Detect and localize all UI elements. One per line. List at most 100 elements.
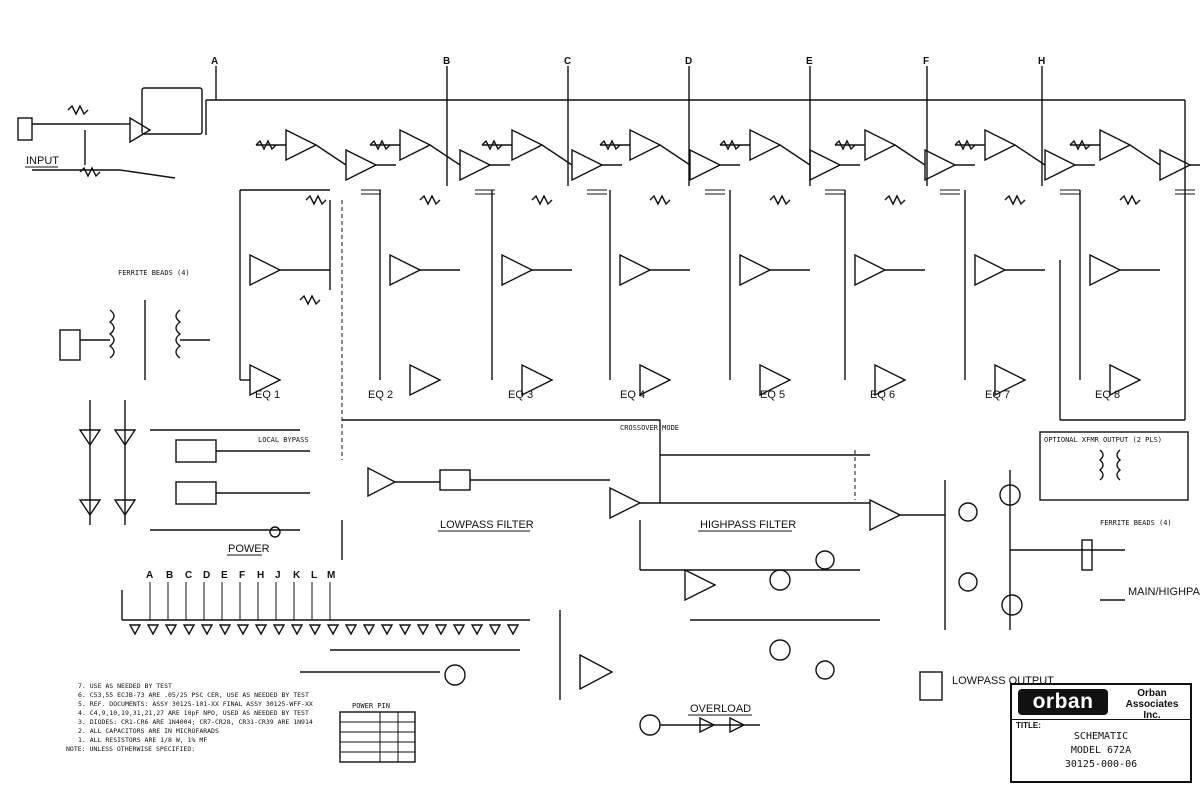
- opamp-upper-3: [511, 128, 544, 162]
- power-label: POWER: [228, 543, 270, 555]
- overload-label: OVERLOAD: [690, 703, 751, 715]
- bus-label-a: A: [211, 56, 218, 67]
- diode-cr-10: [290, 624, 304, 636]
- opamp-bottom-4: [639, 363, 672, 397]
- title-block: orban Orban Associates Inc. TITLE: SCHEM…: [1010, 683, 1192, 783]
- eq1-lower: [239, 190, 331, 397]
- opamp-lower-8: [1089, 253, 1122, 287]
- output-stage: MAIN/HIGHPASS OUTPUT FERRITE BEADS (4) O…: [944, 431, 1200, 630]
- opamp-mid-6: [924, 148, 957, 182]
- opamp-mid-2: [459, 148, 492, 182]
- ferrite-beads-label-left: FERRITE BEADS (4): [118, 269, 190, 277]
- title-line-model: MODEL 672A: [1070, 745, 1132, 756]
- bus-label-c: C: [564, 56, 571, 67]
- bottom-bus-m: M: [327, 570, 335, 581]
- opamp-bottom-2: [409, 363, 442, 397]
- title-line-part-number: 30125-000-06: [1064, 759, 1138, 770]
- eq-link-wire-5: [779, 144, 811, 166]
- opamp-lower-4: [619, 253, 652, 287]
- eq-link-wire-7: [1014, 144, 1046, 166]
- note-4: 4. C4,9,10,19,31,21,27 ARE 10pF NPO, USE…: [78, 709, 309, 717]
- opamp-lower-5: [739, 253, 772, 287]
- opamp-upper-7: [984, 128, 1017, 162]
- opamp-bottom-5: [759, 363, 792, 397]
- opamp-mid-1: [345, 148, 378, 182]
- opamp-bottom-8: [1109, 363, 1142, 397]
- bus-label-b: B: [443, 56, 450, 67]
- opamp-upper-5: [749, 128, 782, 162]
- power-pin-title: POWER PIN: [352, 702, 390, 710]
- diode-cr-16: [398, 624, 412, 636]
- diode-cr-14: [362, 624, 376, 636]
- bottom-bus-e: E: [221, 570, 228, 581]
- opamp-upper-2: [399, 128, 432, 162]
- diode-cr-6: [218, 624, 232, 636]
- eq-link-wire-4: [659, 144, 691, 166]
- bottom-bus-f: F: [239, 570, 245, 581]
- diode-cr-11: [308, 624, 322, 636]
- diode-cr-9: [272, 624, 286, 636]
- bottom-bus-j: J: [275, 570, 281, 581]
- lowpass-filter-label: LOWPASS FILTER: [440, 519, 534, 531]
- bus-label-f: F: [923, 56, 929, 67]
- eq-link-wire-3: [541, 144, 573, 166]
- optional-xfmr-label: OPTIONAL XFMR OUTPUT (2 PLS): [1044, 436, 1162, 444]
- eq-pot-7: [1004, 194, 1026, 206]
- note-3: 3. DIODES: CR1-CR6 ARE 1N4004; CR7-CR28,…: [78, 718, 313, 726]
- bus-lines: [205, 66, 1185, 186]
- diode-cr-8: [254, 624, 268, 636]
- bus-label-group: A B C D E F H: [211, 56, 1045, 67]
- eq-pot-3: [531, 194, 553, 206]
- ferrite-beads-label-right: FERRITE BEADS (4): [1100, 519, 1172, 527]
- diode-cr-15: [380, 624, 394, 636]
- eq-pot-4: [649, 194, 671, 206]
- note-5: 5. REF. DOCUMENTS: ASSY 30125-101-XX FIN…: [78, 700, 313, 708]
- opamp-bottom-7: [994, 363, 1027, 397]
- eq-link-wire-6: [894, 144, 926, 166]
- power-supply: POWER LOCAL BYPASS FERRITE BEADS (4): [59, 269, 310, 556]
- diode-cr-19: [452, 624, 466, 636]
- diode-cr-20: [470, 624, 484, 636]
- diode-cr-12: [326, 624, 340, 636]
- diode-cr-1: [128, 624, 142, 636]
- title-line-schematic: SCHEMATIC: [1073, 731, 1129, 742]
- bottom-bus-labels: A B C D E F H J K L M: [146, 570, 335, 581]
- diode-cr-3: [164, 624, 178, 636]
- bus-label-e: E: [806, 56, 813, 67]
- bottom-bus-d: D: [203, 570, 210, 581]
- opamp-lower-6: [854, 253, 887, 287]
- opamp-lower-7: [974, 253, 1007, 287]
- opamp-upper-6: [864, 128, 897, 162]
- note-1: 1. ALL RESISTORS ARE 1/8 W, 1% MF: [78, 736, 208, 744]
- opamp-bottom-6: [874, 363, 907, 397]
- filter-section: LOWPASS FILTER HIGHPASS FILTER CROSSOVER…: [341, 200, 945, 532]
- diode-cr-13: [344, 624, 358, 636]
- company-name: Orban Associates Inc.: [1125, 688, 1179, 721]
- power-pin-table: POWER PIN: [339, 702, 416, 763]
- diode-cr-5: [200, 624, 214, 636]
- diode-cr-18: [434, 624, 448, 636]
- diode-cr-21: [488, 624, 502, 636]
- bottom-bus: [121, 582, 530, 636]
- eq-pot-1: [305, 194, 327, 206]
- opamp-mid-3: [571, 148, 604, 182]
- opamp-lower-2: [389, 253, 422, 287]
- eq-pot-8: [1119, 194, 1141, 206]
- bottom-bus-h: H: [257, 570, 264, 581]
- opamp-upper-8: [1099, 128, 1132, 162]
- diode-cr-2: [146, 624, 160, 636]
- eq-pot-2: [419, 194, 441, 206]
- opamp-lower-3: [501, 253, 534, 287]
- title-label: TITLE:: [1016, 721, 1041, 730]
- input-label: INPUT: [26, 155, 59, 167]
- opamp-mid-4: [689, 148, 722, 182]
- eq-link-wire-2: [429, 144, 461, 166]
- opamp-mid-7: [1044, 148, 1077, 182]
- eq-pot-5: [769, 194, 791, 206]
- note-7: 7. USE AS NEEDED BY TEST: [78, 682, 172, 690]
- diode-cr-7: [236, 624, 250, 636]
- diode-cr-22: [506, 624, 520, 636]
- local-bypass-label: LOCAL BYPASS: [258, 436, 309, 444]
- eq-pot-6: [884, 194, 906, 206]
